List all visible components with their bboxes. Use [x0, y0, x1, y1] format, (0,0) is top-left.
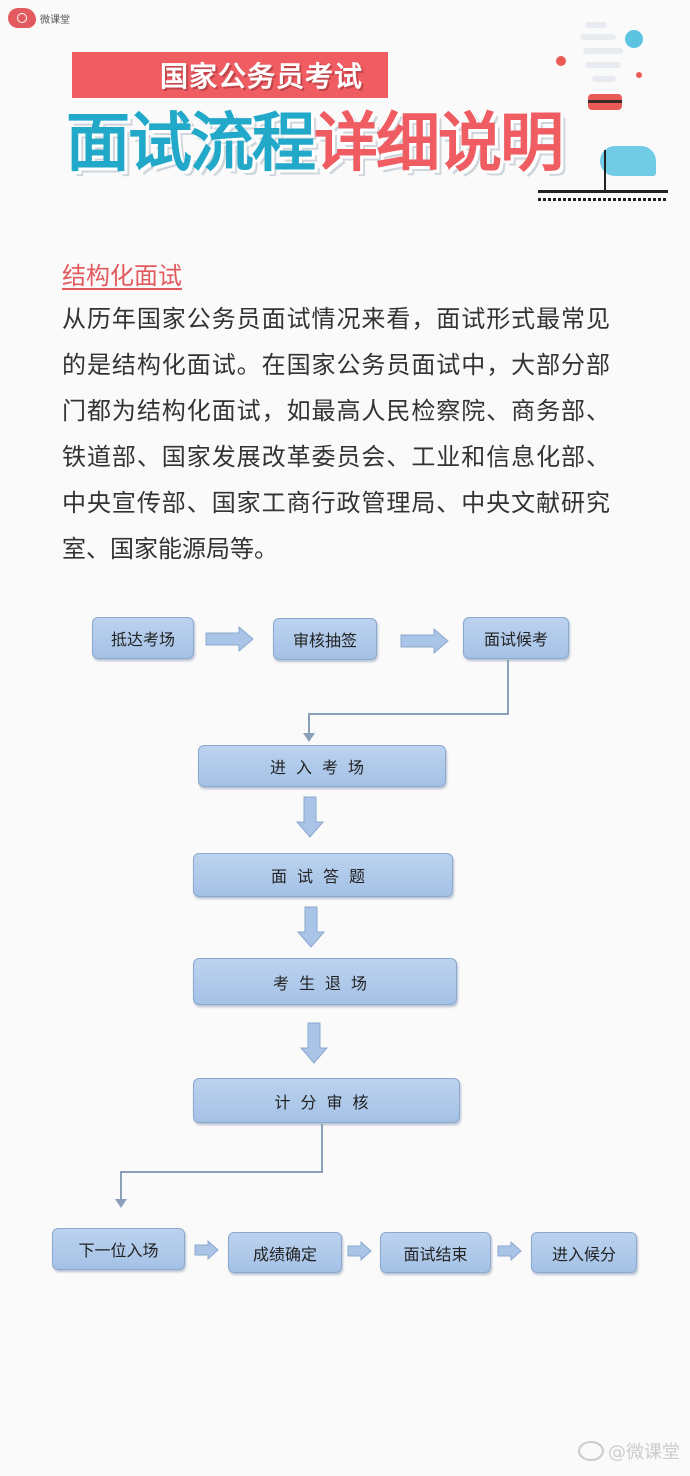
- leaf-shape: [600, 146, 656, 176]
- flow-box-enter-room: 进入考场: [198, 745, 446, 787]
- small-red-dot: [636, 72, 642, 78]
- right-arrow-icon: [205, 626, 254, 652]
- flow-box-interview-end: 面试结束: [380, 1232, 491, 1273]
- flow-box-await-score: 进入候分: [531, 1232, 637, 1273]
- flow-box-score-confirm: 成绩确定: [228, 1232, 342, 1273]
- deco-bar: [592, 76, 616, 82]
- connector-line: [308, 713, 509, 715]
- down-pointer-icon: [115, 1199, 127, 1208]
- connector-line: [120, 1171, 122, 1201]
- flow-box-answer: 面试答题: [193, 853, 453, 897]
- section-paragraph: 从历年国家公务员面试情况来看，面试形式最常见的是结构化面试。在国家公务员面试中，…: [62, 305, 610, 563]
- weibo-watermark: @微课堂: [578, 1438, 680, 1464]
- right-arrow-icon: [347, 1241, 372, 1261]
- connector-line: [120, 1171, 323, 1173]
- main-title: 面试流程详细说明: [66, 104, 564, 184]
- subtitle-banner: [72, 52, 388, 98]
- flow-box-exit: 考生退场: [193, 958, 457, 1005]
- weibo-icon: [578, 1441, 604, 1461]
- dashed-line: [538, 198, 668, 201]
- base-line: [538, 190, 668, 193]
- flow-box-score-review: 计分审核: [193, 1078, 460, 1123]
- red-dot: [556, 56, 566, 66]
- down-arrow-icon: [296, 796, 324, 838]
- blue-dot: [625, 30, 643, 48]
- right-arrow-icon: [194, 1240, 219, 1260]
- right-arrow-icon: [400, 628, 449, 654]
- deco-bar: [585, 62, 621, 68]
- flow-box-wait: 面试候考: [463, 617, 569, 659]
- down-arrow-icon: [297, 906, 325, 948]
- brand-logo: 微课堂: [8, 8, 70, 28]
- deco-bar: [583, 48, 623, 54]
- flow-box-arrive: 抵达考场: [92, 617, 194, 659]
- watermark-text: @微课堂: [608, 1442, 680, 1463]
- connector-line: [507, 660, 509, 714]
- stand-line: [604, 150, 606, 192]
- down-arrow-icon: [300, 1022, 328, 1064]
- brand-name: 微课堂: [40, 14, 70, 26]
- flow-box-next-candidate: 下一位入场: [52, 1228, 185, 1270]
- down-pointer-icon: [303, 733, 315, 742]
- section-title: 结构化面试: [62, 262, 182, 290]
- deco-bar: [585, 22, 607, 28]
- connector-line: [308, 713, 310, 735]
- right-arrow-icon: [497, 1241, 522, 1261]
- subtitle-text: 国家公务员考试: [160, 60, 364, 93]
- title-blue-part: 面试流程: [66, 107, 316, 181]
- microphone-icon: [588, 94, 622, 110]
- deco-bar: [580, 34, 616, 40]
- flow-box-check-draw: 审核抽签: [273, 618, 377, 660]
- title-red-part: 详细说明: [314, 107, 564, 181]
- weike-logo-icon: [8, 8, 36, 28]
- connector-line: [321, 1124, 323, 1172]
